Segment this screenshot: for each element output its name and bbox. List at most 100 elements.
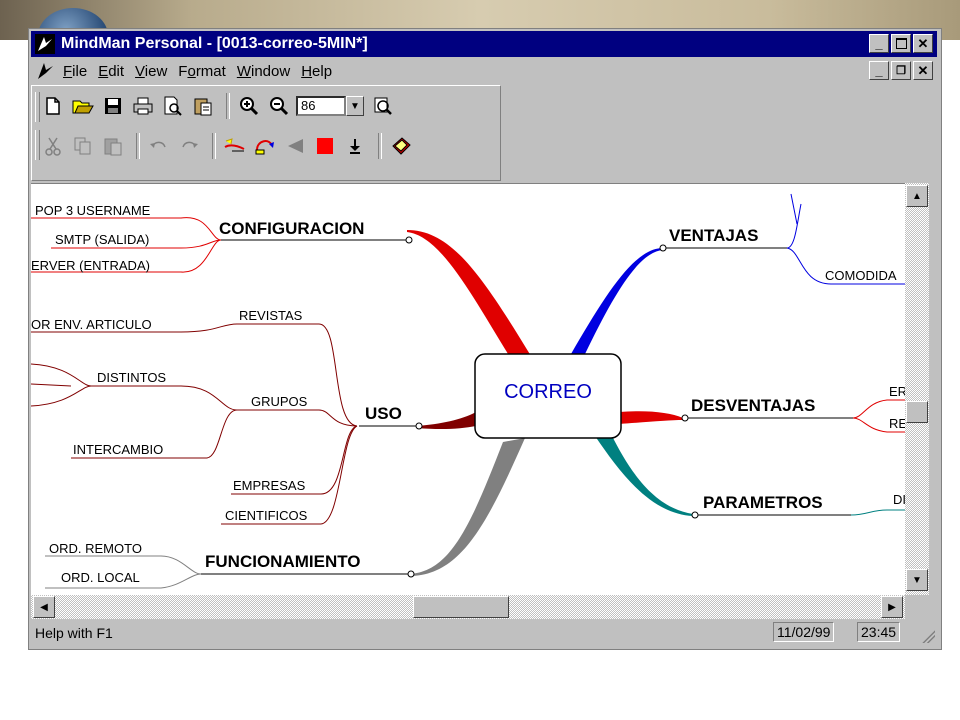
status-time: 23:45 [857, 622, 901, 642]
node-handle[interactable] [415, 422, 423, 430]
scroll-corner [905, 595, 929, 619]
open-button[interactable] [70, 93, 96, 119]
label-smtp-salida[interactable]: SMTP (SALIDA) [55, 232, 149, 247]
print-preview-button[interactable] [160, 93, 186, 119]
mindman-logo-icon [35, 34, 55, 54]
menu-window[interactable]: Window [236, 62, 291, 80]
node-handle[interactable] [407, 570, 415, 578]
label-parametro-1[interactable]: DI [893, 492, 905, 507]
zoom-in-button[interactable] [236, 93, 262, 119]
label-desventaja-2[interactable]: RE [889, 416, 905, 431]
minimize-icon: _ [875, 36, 883, 51]
arrow-right-icon: ▶ [888, 601, 896, 613]
zoom-out-button[interactable] [266, 93, 292, 119]
close-button[interactable]: ✕ [913, 34, 933, 53]
download-button[interactable] [342, 133, 368, 159]
sub-connector [852, 399, 905, 419]
label-desventaja-1[interactable]: ER [889, 384, 905, 399]
label-empresas[interactable]: EMPRESAS [233, 478, 306, 493]
horizontal-scroll-thumb[interactable] [413, 596, 509, 618]
mind-map-canvas[interactable]: CORREO CONFIGURACION POP 3 USERNAME SMTP… [31, 183, 905, 596]
center-node[interactable] [474, 353, 622, 439]
new-button[interactable] [40, 93, 66, 119]
label-parametros[interactable]: PARAMETROS [703, 493, 823, 512]
relationship-button[interactable] [252, 133, 278, 159]
label-desventajas[interactable]: DESVENTAJAS [691, 396, 815, 415]
menu-help[interactable]: Help [301, 62, 333, 80]
zoom-dropdown-button[interactable]: ▼ [346, 96, 364, 116]
relationship-icon [255, 140, 274, 155]
label-revistas[interactable]: REVISTAS [239, 308, 303, 323]
sub-connector [31, 363, 92, 407]
horizontal-scrollbar[interactable]: ◀ ▶ [31, 595, 905, 619]
paste-special-button[interactable] [190, 93, 216, 119]
sub-connector [850, 509, 905, 516]
cut-button[interactable] [40, 133, 66, 159]
menu-view[interactable]: View [135, 62, 168, 80]
document-logo-icon[interactable] [35, 61, 55, 81]
menu-edit[interactable]: Edit [98, 62, 125, 80]
redo-button[interactable] [176, 133, 202, 159]
maximize-icon [895, 38, 907, 49]
stop-button[interactable] [312, 133, 338, 159]
window-title: MindMan Personal - [0013-correo-5MIN*] [61, 35, 368, 52]
sub-connector [786, 193, 802, 249]
undo-button[interactable] [146, 133, 172, 159]
menu-file[interactable]: File [63, 62, 88, 80]
vertical-scrollbar[interactable]: ▲ ▼ [905, 183, 929, 595]
scroll-down-button[interactable]: ▼ [906, 569, 928, 591]
book-button[interactable] [388, 133, 414, 159]
doc-restore-button[interactable]: ❐ [891, 61, 911, 80]
print-preview-icon [164, 96, 182, 116]
resize-grip-icon[interactable] [921, 629, 935, 643]
label-env-articulo[interactable]: OR ENV. ARTICULO [31, 317, 152, 332]
node-handle[interactable] [659, 244, 667, 252]
label-grupos[interactable]: GRUPOS [251, 394, 308, 409]
paste-button[interactable] [100, 133, 126, 159]
sub-connector [45, 555, 202, 575]
toolbar-separator [226, 93, 230, 119]
scroll-right-button[interactable]: ▶ [881, 596, 903, 618]
label-cientificos[interactable]: CIENTIFICOS [225, 508, 308, 523]
menu-format[interactable]: Format [178, 62, 226, 80]
label-uso[interactable]: USO [365, 404, 402, 423]
label-pop3-username[interactable]: POP 3 USERNAME [35, 203, 151, 218]
copy-button[interactable] [70, 133, 96, 159]
minimize-button[interactable]: _ [869, 34, 889, 53]
minimize-icon: _ [875, 63, 883, 78]
undo-icon [150, 141, 166, 148]
vertical-scroll-thumb[interactable] [906, 401, 928, 423]
node-handle[interactable] [681, 414, 689, 422]
label-server-entrada[interactable]: ERVER (ENTRADA) [31, 258, 150, 273]
label-intercambio[interactable]: INTERCAMBIO [73, 442, 163, 457]
label-ventajas[interactable]: VENTAJAS [669, 226, 758, 245]
toolbar-grip[interactable] [35, 130, 40, 160]
label-comodida[interactable]: COMODIDA [825, 268, 897, 283]
node-handle[interactable] [405, 236, 413, 244]
maximize-button[interactable] [891, 34, 911, 53]
toolbar-grip[interactable] [35, 92, 40, 122]
zoom-combobox[interactable]: 86 ▼ [296, 96, 364, 116]
label-funcionamiento[interactable]: FUNCIONAMIENTO [205, 552, 361, 571]
back-button[interactable] [282, 133, 308, 159]
paste-special-icon [194, 98, 212, 116]
print-button[interactable] [130, 93, 156, 119]
label-ord-local[interactable]: ORD. LOCAL [61, 570, 140, 585]
copy-icon [74, 137, 91, 155]
close-icon: ✕ [917, 62, 929, 78]
zoom-value[interactable]: 86 [296, 96, 346, 116]
download-icon [350, 139, 360, 154]
doc-minimize-button[interactable]: _ [869, 61, 889, 80]
scroll-up-button[interactable]: ▲ [906, 185, 928, 207]
branch-desventajas [619, 411, 683, 424]
label-ord-remoto[interactable]: ORD. REMOTO [49, 541, 142, 556]
insert-branch-button[interactable] [222, 133, 248, 159]
doc-close-button[interactable]: ✕ [913, 61, 933, 80]
zoom-fit-button[interactable] [370, 93, 396, 119]
label-configuracion[interactable]: CONFIGURACION [219, 219, 364, 238]
save-button[interactable] [100, 93, 126, 119]
node-handle[interactable] [691, 511, 699, 519]
scroll-left-button[interactable]: ◀ [33, 596, 55, 618]
title-bar[interactable]: MindMan Personal - [0013-correo-5MIN*] _… [31, 31, 937, 57]
label-distintos[interactable]: DISTINTOS [97, 370, 166, 385]
